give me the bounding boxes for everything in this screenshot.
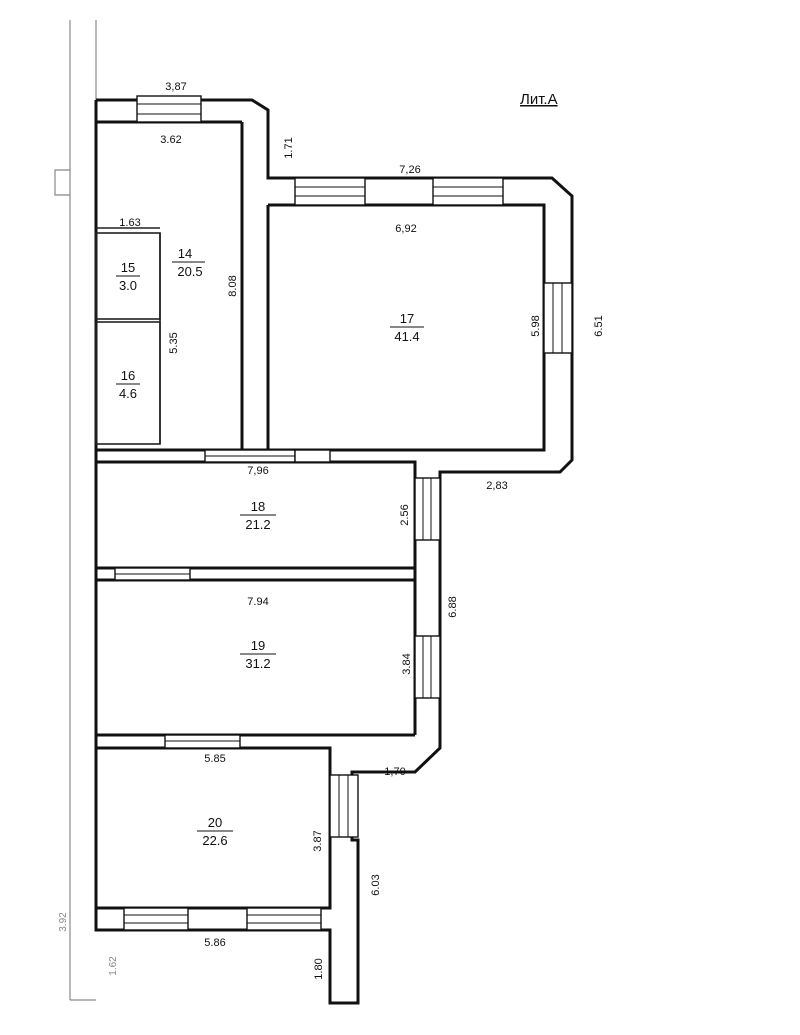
- svg-text:16: 16: [121, 368, 135, 383]
- dim-2-56: 2.56: [399, 504, 411, 525]
- dim-1-62: 1.62: [108, 956, 119, 976]
- dim-1-71: 1.71: [283, 137, 295, 158]
- plan-title: Лит.А: [520, 91, 558, 108]
- room-19-label: 19 31.2: [240, 638, 276, 671]
- dim-3-87-top: 3,87: [165, 81, 186, 93]
- dim-2-83: 2,83: [486, 480, 507, 492]
- svg-text:20: 20: [208, 815, 222, 830]
- left-axis-lines: [54, 20, 97, 1001]
- svg-text:21.2: 21.2: [245, 517, 270, 532]
- svg-text:3.0: 3.0: [119, 278, 137, 293]
- dim-6-03: 6.03: [370, 874, 382, 895]
- dim-8-08: 8.08: [227, 275, 239, 296]
- dim-5-98: 5.98: [530, 315, 542, 336]
- dim-1-80: 1.80: [313, 958, 325, 979]
- room-16-outline: [95, 321, 161, 445]
- room-17-label: 17 41.4: [390, 311, 424, 344]
- dim-6-88: 6.88: [447, 596, 459, 617]
- dim-3-87-room20: 3.87: [312, 830, 324, 851]
- svg-text:4.6: 4.6: [119, 386, 137, 401]
- windows: [114, 95, 573, 931]
- svg-text:19: 19: [251, 638, 265, 653]
- dim-5-85: 5.85: [204, 753, 225, 765]
- dim-3-62: 3.62: [160, 134, 181, 146]
- dim-3-92: 3.92: [58, 912, 69, 932]
- svg-text:18: 18: [251, 499, 265, 514]
- dim-1-70: 1,70: [384, 766, 405, 778]
- svg-text:31.2: 31.2: [245, 656, 270, 671]
- room-18-label: 18 21.2: [240, 499, 276, 532]
- outer-wall: [94, 98, 574, 1005]
- dim-7-96: 7,96: [247, 465, 268, 477]
- dim-6-51: 6.51: [593, 315, 605, 336]
- room-16-label: 16 4.6: [116, 368, 140, 401]
- dim-5-86: 5.86: [204, 937, 225, 949]
- dim-5-35: 5.35: [168, 332, 180, 353]
- dim-1-63: 1.63: [119, 217, 140, 229]
- dim-6-92: 6,92: [395, 223, 416, 235]
- room-14-label: 14 20.5: [172, 246, 205, 279]
- dim-7-26: 7,26: [399, 164, 420, 176]
- svg-text:41.4: 41.4: [394, 329, 419, 344]
- svg-text:17: 17: [400, 311, 414, 326]
- dim-7-94: 7.94: [247, 596, 268, 608]
- room-20-label: 20 22.6: [197, 815, 233, 848]
- svg-text:22.6: 22.6: [202, 833, 227, 848]
- svg-text:15: 15: [121, 260, 135, 275]
- svg-text:14: 14: [178, 246, 192, 261]
- svg-text:20.5: 20.5: [177, 264, 202, 279]
- dim-3-84: 3.84: [401, 653, 413, 674]
- room-15-label: 15 3.0: [116, 260, 140, 293]
